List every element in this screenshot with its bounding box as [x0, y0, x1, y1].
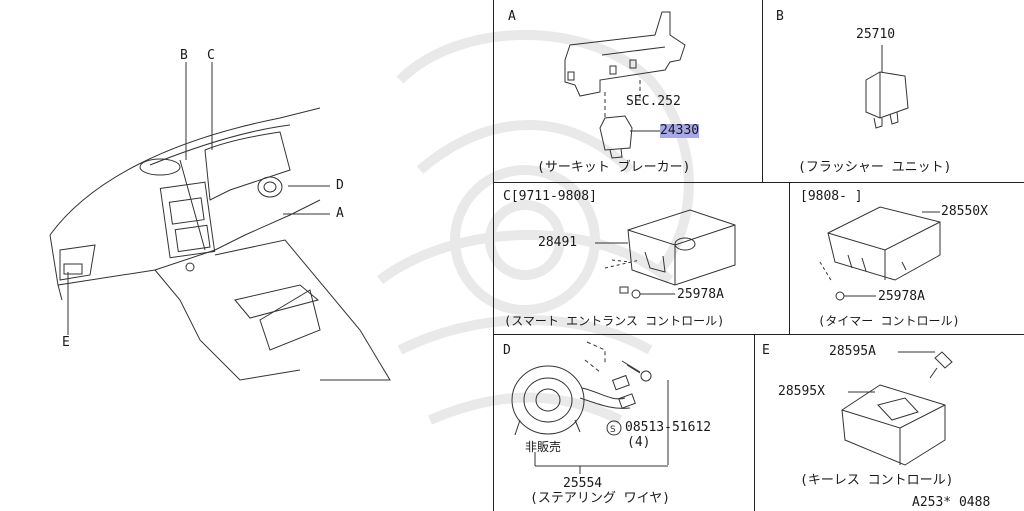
dashboard-overview-drawing: [49, 62, 391, 381]
part-number-28595x[interactable]: 28595X: [778, 384, 825, 399]
panel-a-letter: A: [508, 9, 516, 24]
watermark-emblem: [377, 30, 694, 425]
part-number-24330[interactable]: 24330: [660, 123, 700, 138]
grid-line-c: [789, 182, 790, 334]
panel-a-sec-label: SEC.252: [626, 94, 681, 109]
callout-a: A: [336, 206, 344, 221]
diagram-code: A253* 0488: [912, 495, 991, 510]
panel-d-caption: (ステアリング ワイヤ): [530, 491, 671, 506]
screw-quantity: (4): [627, 435, 651, 450]
panel-d-letter: D: [503, 343, 511, 358]
callout-b: B: [180, 48, 188, 63]
part-number-25554[interactable]: 25554: [563, 476, 603, 491]
panel-a-caption: (サーキット ブレーカー): [537, 160, 691, 175]
grid-line-row2: [493, 334, 1024, 335]
part-number-25710[interactable]: 25710: [856, 27, 896, 42]
part-number-08513-51612[interactable]: 08513-51612: [625, 420, 712, 435]
part-number-28550x[interactable]: 28550X: [941, 204, 988, 219]
part-number-25978a-left[interactable]: 25978A: [677, 287, 724, 302]
grid-line-row1: [493, 182, 1024, 183]
panel-b-caption: (フラッシャー ユニット): [798, 160, 952, 175]
not-sold-label: 非販売: [525, 440, 562, 454]
s-symbol: S: [610, 425, 616, 435]
part-number-25978a-right[interactable]: 25978A: [878, 289, 925, 304]
panel-e-caption: (キーレス コントロール): [800, 473, 954, 488]
grid-line-left: [493, 0, 494, 511]
panel-b-letter: B: [776, 9, 784, 24]
panel-c-right-range: [9808- ]: [800, 189, 863, 204]
callout-c: C: [207, 48, 215, 63]
grid-line-ab: [762, 0, 763, 183]
panel-c-letter: C[9711-9808]: [503, 189, 597, 204]
callout-d: D: [336, 178, 344, 193]
panel-e-letter: E: [762, 343, 770, 358]
callout-e: E: [62, 335, 70, 350]
panel-c-left-caption: (スマート エントランス コントロール): [504, 314, 725, 328]
part-number-28491[interactable]: 28491: [538, 235, 578, 250]
grid-line-de: [754, 334, 755, 511]
panel-c-right-caption: (タイマー コントロール): [818, 314, 960, 328]
part-number-28595a[interactable]: 28595A: [829, 344, 876, 359]
